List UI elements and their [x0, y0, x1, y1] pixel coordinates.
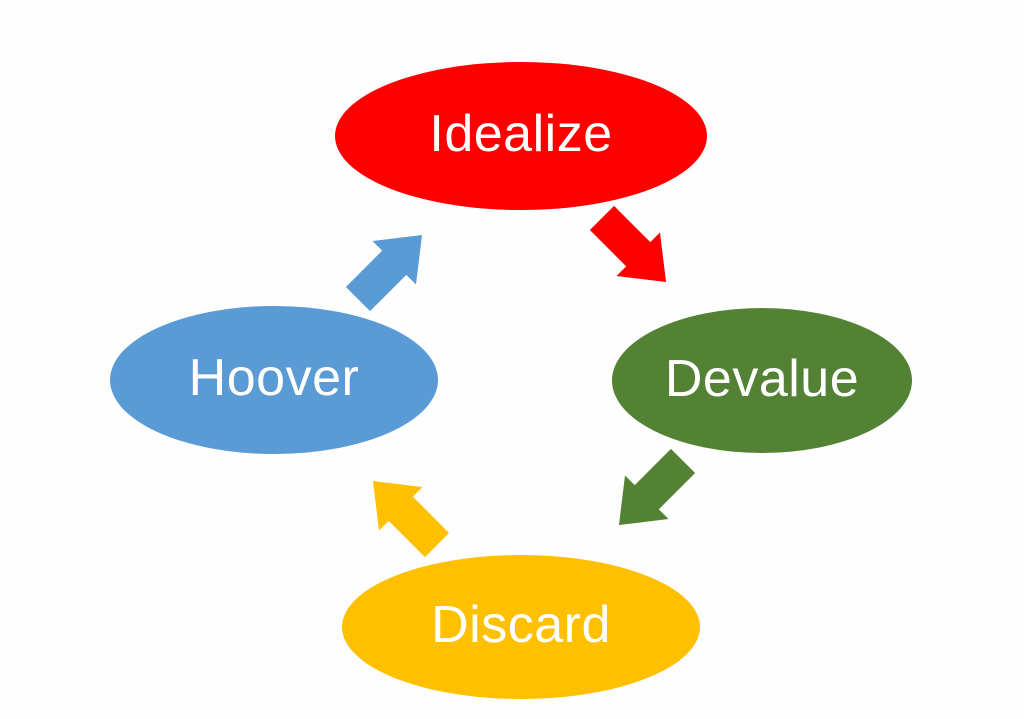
arrow-up-right-icon — [345, 234, 423, 312]
node-devalue-label: Devalue — [664, 349, 860, 408]
node-devalue: Devalue — [612, 308, 912, 453]
node-hoover: Hoover — [110, 306, 438, 454]
arrow-up-left-icon — [372, 480, 450, 558]
node-idealize-label: Idealize — [429, 105, 613, 163]
node-hoover-label: Hoover — [188, 349, 360, 407]
arrow-down-left-icon — [618, 448, 696, 526]
node-idealize: Idealize — [335, 62, 707, 210]
arrow-down-right-icon — [589, 205, 667, 283]
node-discard: Discard — [342, 555, 700, 699]
node-discard-label: Discard — [431, 596, 611, 654]
